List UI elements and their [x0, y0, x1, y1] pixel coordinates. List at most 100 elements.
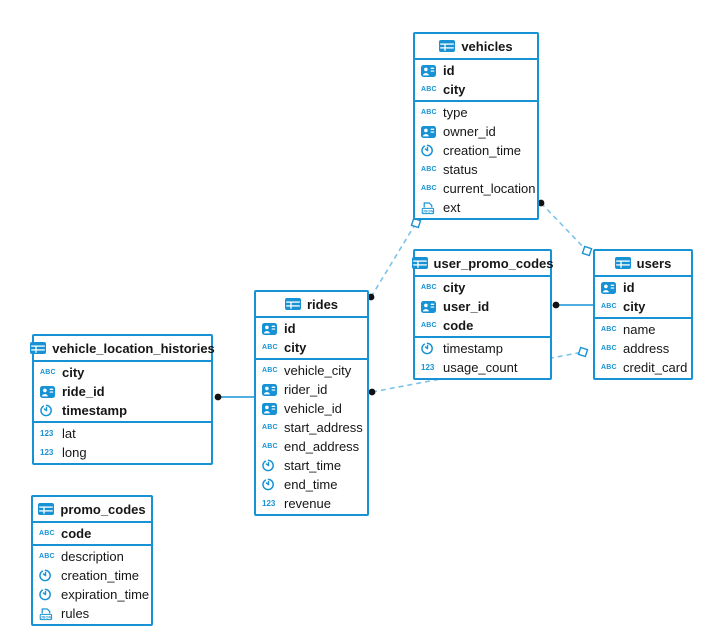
user-type-icon — [421, 300, 438, 313]
relationship-line[interactable] — [540, 202, 588, 252]
field-row-expiration_time: expiration_time — [33, 585, 151, 604]
field-row-ride_id: ride_id — [34, 382, 211, 401]
field-name: status — [443, 162, 478, 177]
table-header[interactable]: promo_codes — [33, 497, 151, 523]
text-type-icon: ABC — [39, 530, 55, 537]
relationship-many-end-dot — [537, 199, 545, 207]
user-type-icon — [262, 322, 279, 335]
text-type-icon: ABC — [39, 553, 55, 560]
table-name: users — [636, 255, 672, 271]
text-type-icon: ABC — [262, 367, 278, 374]
table-header[interactable]: vehicles — [415, 34, 537, 60]
text-type-icon: ABC — [601, 326, 617, 333]
number-type-icon: 123 — [262, 498, 276, 508]
field-name: end_address — [284, 439, 360, 454]
relationship-rides-vehicles[interactable] — [367, 217, 422, 301]
field-name: address — [623, 341, 670, 356]
field-name: timestamp — [62, 403, 128, 418]
field-name: city — [284, 340, 307, 355]
field-name: credit_card — [623, 360, 688, 375]
relationship-many-end-dot — [552, 301, 560, 309]
field-name: vehicle_city — [284, 363, 352, 378]
time-type-icon — [421, 342, 438, 355]
field-name: current_location — [443, 181, 536, 196]
field-row-vehicle_id: vehicle_id — [256, 399, 367, 418]
table-name: rides — [306, 296, 339, 312]
table-icon — [439, 40, 456, 52]
field-row-address: ABC address — [595, 339, 691, 358]
text-type-icon: ABC — [262, 424, 278, 431]
table-header[interactable]: users — [595, 251, 691, 277]
text-type-icon: ABC — [421, 86, 437, 93]
time-type-icon — [39, 588, 56, 601]
number-type-icon: 123 — [40, 428, 54, 438]
table-name: user_promo_codes — [433, 255, 554, 271]
field-name: start_address — [284, 420, 363, 435]
field-row-id: id — [415, 61, 537, 80]
relationship-vehicle_location_histories-rides[interactable] — [214, 393, 254, 401]
field-name: timestamp — [443, 341, 503, 356]
relationship-rides-users[interactable] — [368, 346, 589, 396]
text-type-icon: ABC — [421, 166, 437, 173]
table-icon — [411, 257, 428, 269]
relationship-line[interactable] — [370, 222, 417, 298]
json-type-icon: JSON — [421, 201, 438, 215]
time-type-icon — [421, 144, 438, 157]
table-header[interactable]: rides — [256, 292, 367, 318]
text-type-icon: ABC — [262, 344, 278, 351]
field-row-id: id — [256, 319, 367, 338]
table-header[interactable]: vehicle_location_histories — [30, 336, 215, 362]
field-name: creation_time — [61, 568, 140, 583]
field-name: rules — [61, 606, 90, 621]
relationship-many-end-dot — [367, 293, 375, 301]
svg-text:JSON: JSON — [40, 614, 51, 619]
field-row-start_time: start_time — [256, 456, 367, 475]
table-icon — [614, 257, 631, 269]
field-name: long — [62, 445, 87, 460]
field-name: creation_time — [443, 143, 522, 158]
json-type-icon: JSON — [39, 607, 56, 621]
text-type-icon: ABC — [421, 322, 437, 329]
relationship-user_promo_codes-users[interactable] — [552, 301, 593, 309]
relationship-many-end-dot — [214, 393, 222, 401]
field-row-owner_id: owner_id — [415, 122, 537, 141]
relationship-vehicles-users[interactable] — [537, 199, 593, 257]
field-name: ride_id — [62, 384, 105, 399]
table-name: vehicles — [461, 38, 513, 54]
field-row-timestamp: timestamp — [415, 339, 550, 358]
user-type-icon — [601, 281, 618, 294]
text-type-icon: ABC — [601, 345, 617, 352]
text-type-icon: ABC — [421, 109, 437, 116]
field-row-rider_id: rider_id — [256, 380, 367, 399]
relationship-many-end-dot — [368, 388, 376, 396]
time-type-icon — [262, 478, 279, 491]
field-name: city — [443, 280, 466, 295]
table-header[interactable]: user_promo_codes — [411, 251, 553, 277]
field-name: expiration_time — [61, 587, 150, 602]
field-name: end_time — [284, 477, 338, 492]
field-name: rider_id — [284, 382, 328, 397]
field-name: vehicle_id — [284, 401, 342, 416]
